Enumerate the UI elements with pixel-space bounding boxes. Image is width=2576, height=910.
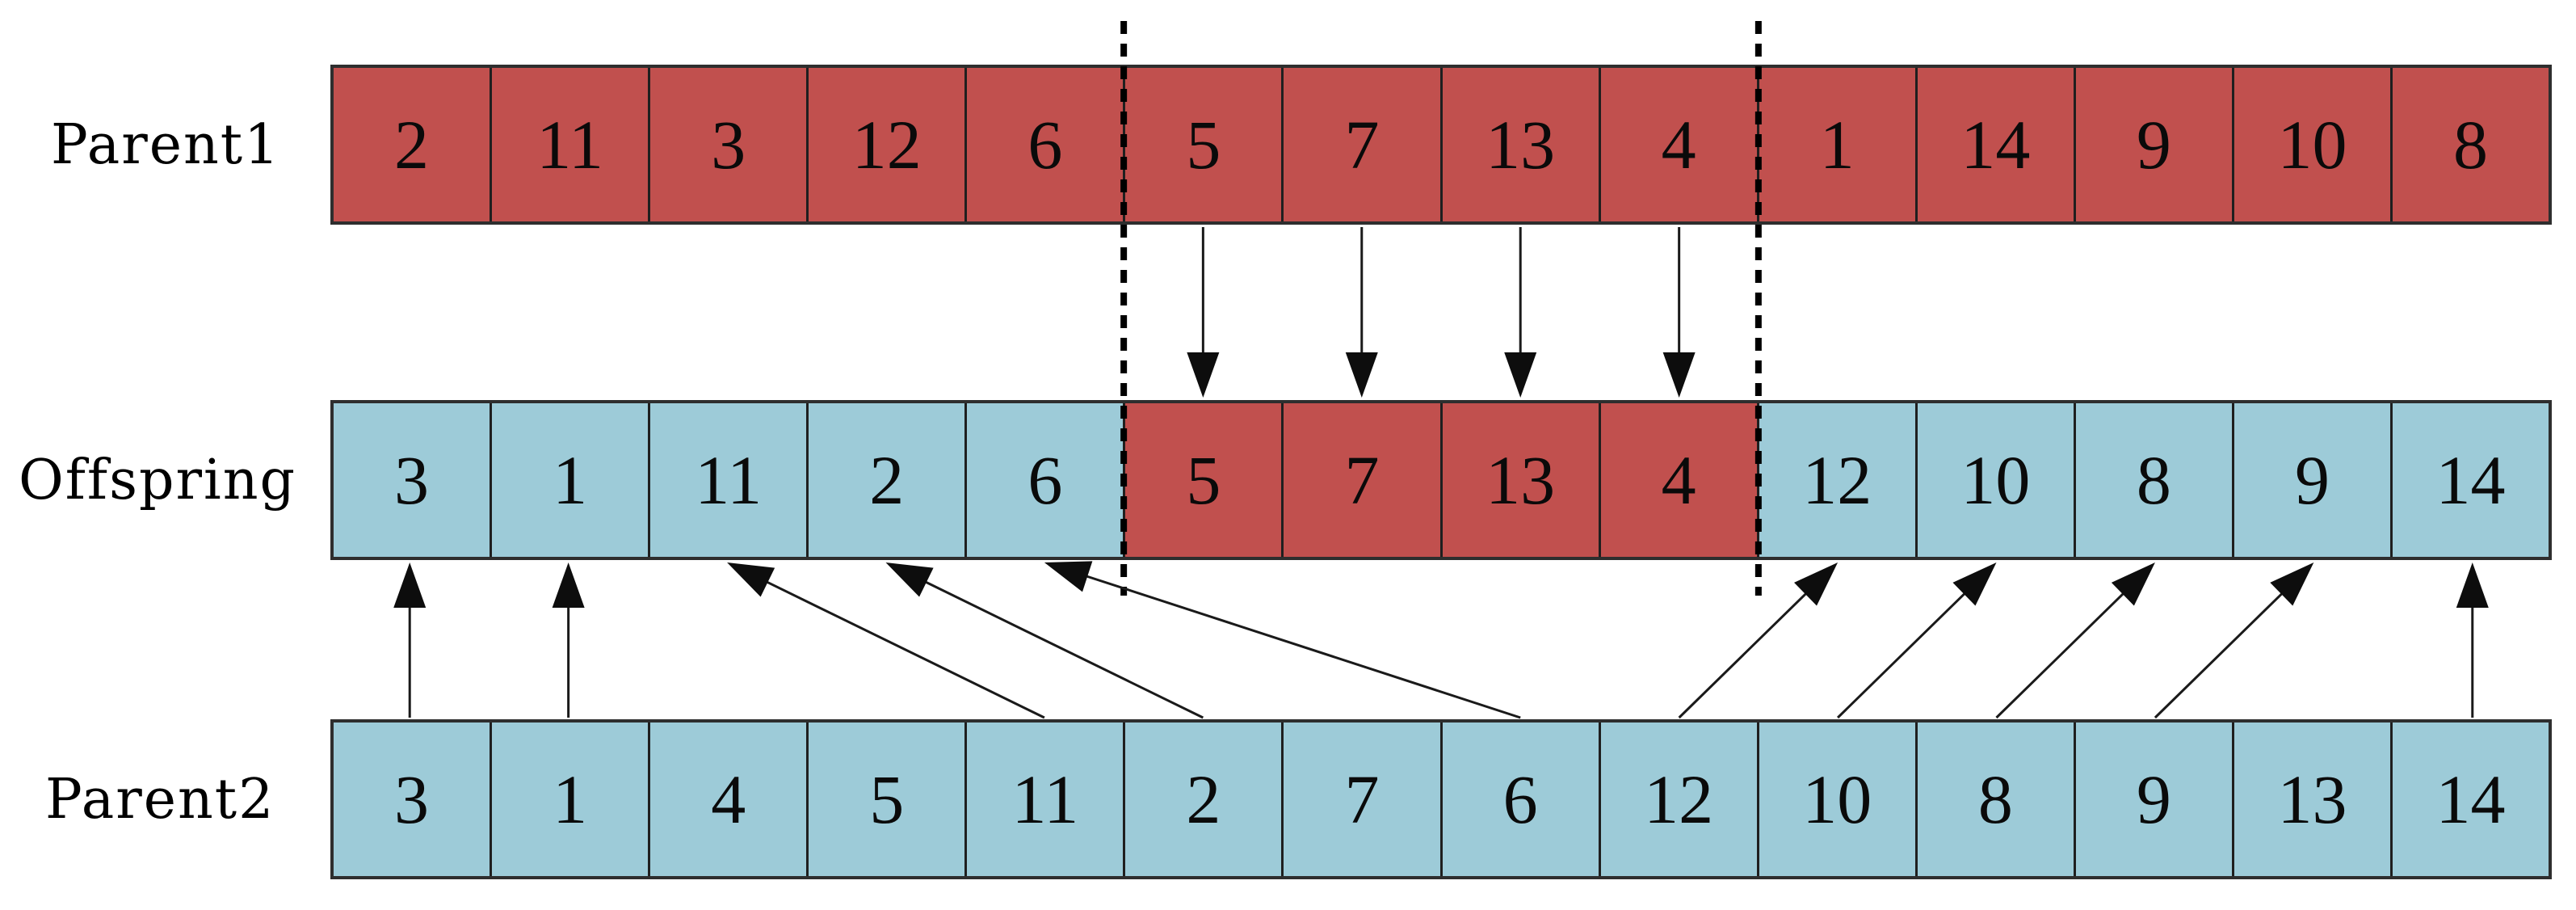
arrow-parent1-6-to-offspring-6-head (1187, 352, 1220, 398)
offspring-cell-1: 3 (334, 403, 493, 557)
offspring-cell-6: 5 (1125, 403, 1284, 557)
offspring-cell-10: 12 (1759, 403, 1918, 557)
offspring-label: Offspring (19, 448, 297, 512)
offspring-cell-13: 9 (2234, 403, 2393, 557)
parent1-cell-3: 3 (650, 68, 809, 221)
parent2-cell-8: 6 (1442, 723, 1601, 876)
arrow-parent2-5-to-offspring-3-head (727, 562, 775, 597)
offspring-cell-8: 13 (1442, 403, 1601, 557)
parent2-cell-13: 13 (2234, 723, 2393, 876)
arrow-parent2-9-to-offspring-10-shaft (1678, 588, 1811, 719)
parent1-cell-14: 8 (2393, 68, 2549, 221)
arrow-parent2-11-to-offspring-12-shaft (1995, 588, 2128, 719)
parent1-label: Parent1 (51, 112, 281, 177)
arrow-parent2-1-to-offspring-1-head (393, 562, 427, 608)
arrow-parent2-12-to-offspring-13-shaft (2154, 588, 2288, 719)
arrow-parent2-2-to-offspring-2-head (552, 562, 585, 608)
parent2-cell-9: 12 (1600, 723, 1759, 876)
offspring-cell-2: 1 (492, 403, 651, 557)
offspring-cell-9: 4 (1600, 403, 1759, 557)
parent2-label: Parent2 (45, 767, 275, 832)
offspring-cell-12: 8 (2075, 403, 2234, 557)
parent2-cell-4: 5 (809, 723, 968, 876)
offspring-cell-7: 7 (1284, 403, 1443, 557)
parent2-cell-11: 8 (1917, 723, 2076, 876)
parent1-cell-6: 5 (1125, 68, 1284, 221)
arrow-parent2-10-to-offspring-11-shaft (1837, 588, 1970, 719)
parent2-cell-10: 10 (1759, 723, 1918, 876)
parent2-cell-12: 9 (2075, 723, 2234, 876)
parent1-cell-1: 2 (334, 68, 493, 221)
parent1-cell-4: 12 (809, 68, 968, 221)
parent1-cell-12: 9 (2075, 68, 2234, 221)
parent1-cell-13: 10 (2234, 68, 2393, 221)
arrow-parent2-9-to-offspring-10-head (1794, 562, 1838, 606)
offspring-cell-11: 10 (1917, 403, 2076, 557)
arrow-parent2-8-to-offspring-5-head (1044, 561, 1093, 592)
offspring-cell-4: 2 (809, 403, 968, 557)
parent2-cell-7: 7 (1284, 723, 1443, 876)
arrow-parent1-8-to-offspring-8-head (1504, 352, 1537, 398)
arrow-parent2-14-to-offspring-14-head (2456, 562, 2489, 608)
parent1-cell-8: 13 (1442, 68, 1601, 221)
arrow-parent2-8-to-offspring-5-shaft (1081, 573, 1521, 719)
offspring-cell-14: 14 (2393, 403, 2549, 557)
arrow-parent2-10-to-offspring-11-head (1952, 562, 1997, 606)
arrow-parent1-9-to-offspring-9-head (1662, 352, 1696, 398)
arrow-parent2-6-to-offspring-4-shaft (919, 578, 1204, 719)
parent2-cell-3: 4 (650, 723, 809, 876)
parent2-cell-2: 1 (492, 723, 651, 876)
parent2-cell-5: 11 (967, 723, 1126, 876)
parent1-cell-2: 11 (492, 68, 651, 221)
parent1-cell-10: 1 (1759, 68, 1918, 221)
parent2-cell-14: 14 (2393, 723, 2549, 876)
parent1-cell-7: 7 (1284, 68, 1443, 221)
offspring-cell-5: 6 (967, 403, 1126, 557)
parent2-cell-6: 2 (1125, 723, 1284, 876)
arrow-parent2-12-to-offspring-13-head (2270, 562, 2314, 606)
arrow-parent1-7-to-offspring-7-head (1345, 352, 1378, 398)
arrow-parent2-5-to-offspring-3-shaft (761, 578, 1045, 719)
arrow-parent2-11-to-offspring-12-head (2111, 562, 2155, 606)
parent2-cell-1: 3 (334, 723, 493, 876)
offspring-cell-3: 11 (650, 403, 809, 557)
parent1-cell-11: 14 (1917, 68, 2076, 221)
arrow-parent2-6-to-offspring-4-head (885, 562, 934, 597)
parent1-cell-9: 4 (1600, 68, 1759, 221)
parent1-cell-5: 6 (967, 68, 1126, 221)
